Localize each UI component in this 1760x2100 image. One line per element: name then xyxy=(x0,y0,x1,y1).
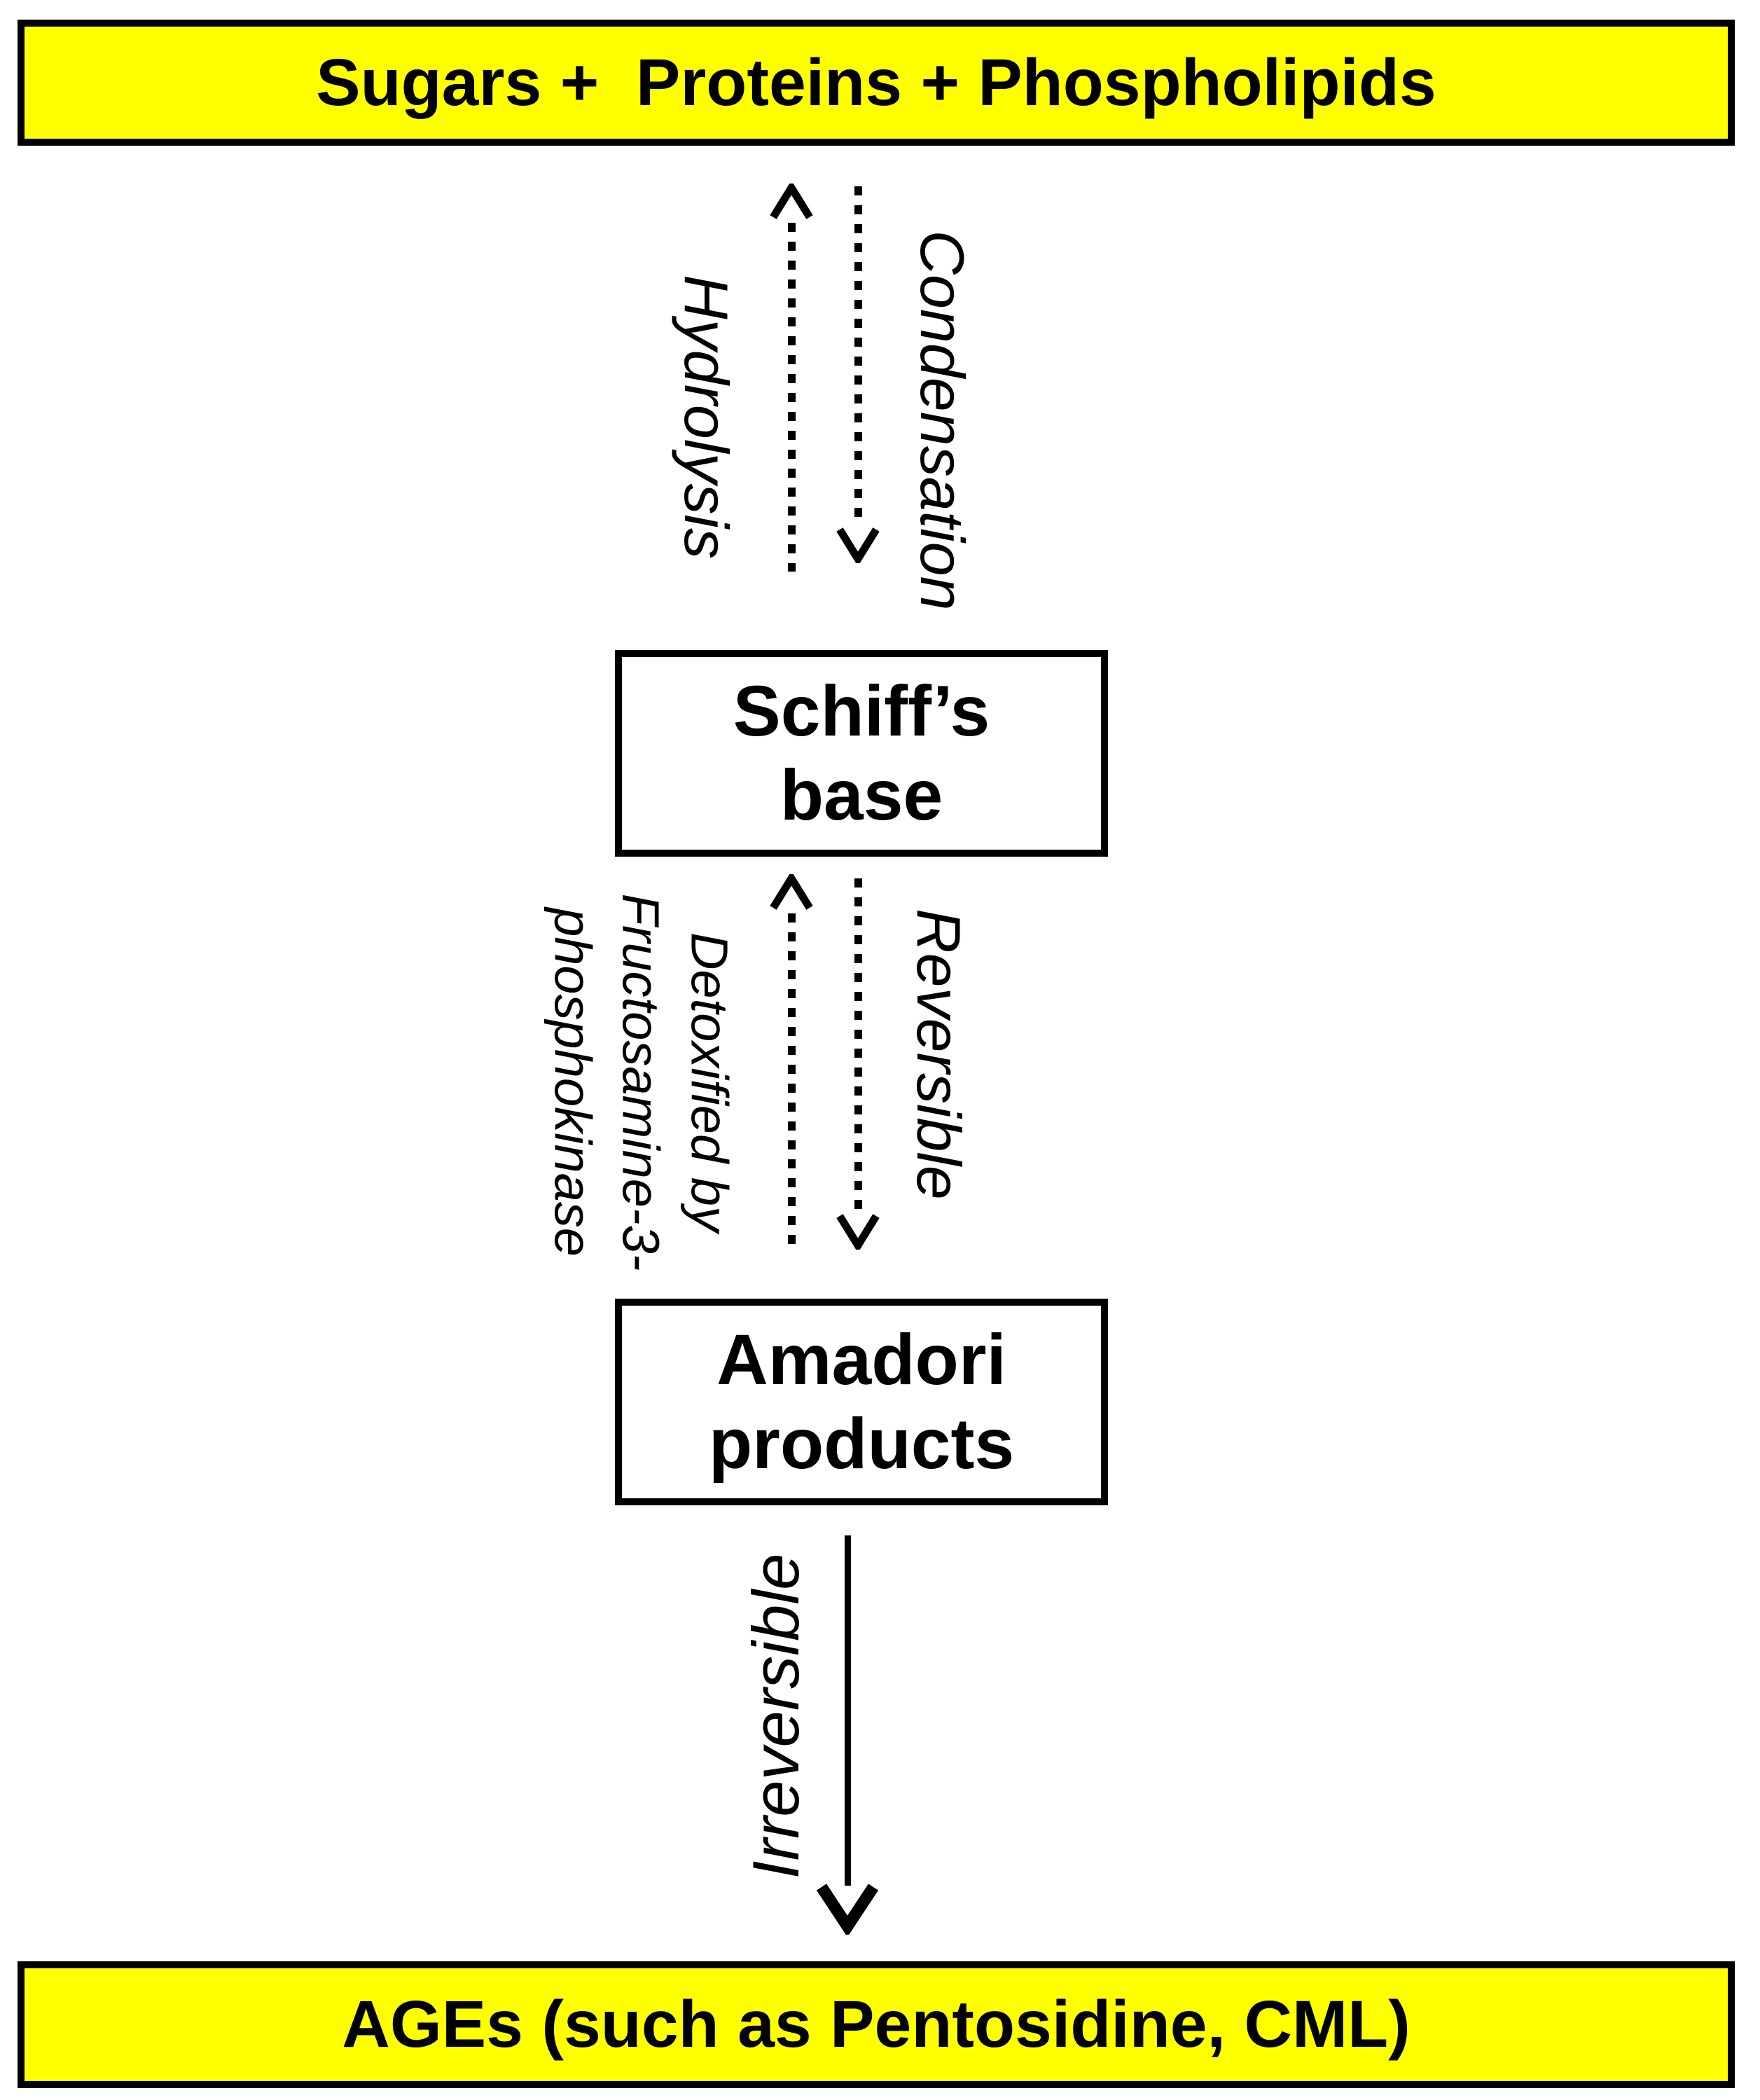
detoxified-dashed-line xyxy=(788,913,796,1251)
dashed-down-arrowhead-icon xyxy=(836,527,880,563)
schiff-base-label: Schiff’s base xyxy=(733,671,990,835)
reactants-label: Sugars + Proteins + Phospholipids xyxy=(316,45,1436,120)
amadori-products-label: Amadori products xyxy=(708,1320,1015,1484)
node-reactants: Sugars + Proteins + Phospholipids xyxy=(18,20,1735,146)
irreversible-edge-label: Irreversible xyxy=(739,1553,812,1879)
ages-label: AGEs (such as Pentosidine, CML) xyxy=(342,1987,1411,2061)
node-schiff-base: Schiff’s base xyxy=(615,650,1108,857)
hydrolysis-dashed-line xyxy=(788,223,796,572)
node-ages: AGEs (such as Pentosidine, CML) xyxy=(18,1961,1735,2088)
reversible-edge-label: Reversible xyxy=(904,909,973,1200)
hydrolysis-edge-label: Hydrolysis xyxy=(672,275,741,559)
solid-down-arrowhead-icon xyxy=(816,1884,879,1935)
dashed-up-arrowhead-icon xyxy=(770,184,813,219)
condensation-edge-label: Condensation xyxy=(908,230,977,611)
node-amadori-products: Amadori products xyxy=(615,1299,1108,1505)
dashed-up-arrowhead-icon xyxy=(770,874,813,910)
irreversible-solid-line xyxy=(845,1535,851,1886)
condensation-dashed-line xyxy=(854,186,862,524)
dashed-down-arrowhead-icon xyxy=(836,1214,880,1250)
detoxified-edge-label: Detoxified by Fructosamine-3- phosphokin… xyxy=(543,893,739,1271)
reversible-dashed-line xyxy=(854,878,862,1210)
